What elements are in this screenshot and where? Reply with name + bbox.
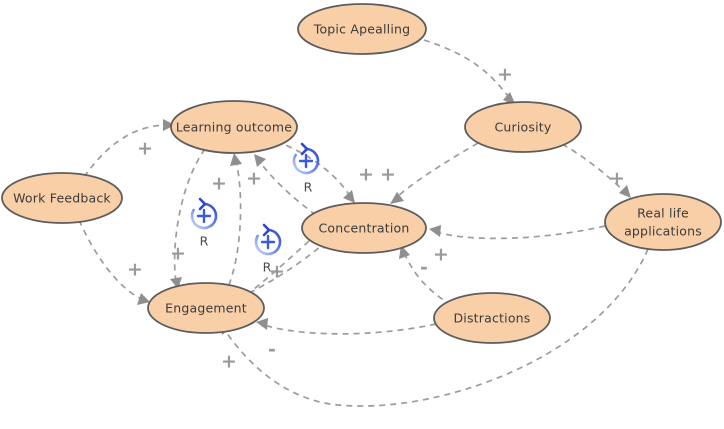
node-work-feedback[interactable]: Work Feedback (1, 172, 123, 224)
edge-concentration-to-learning[interactable] (254, 154, 317, 216)
node-shape (147, 282, 265, 334)
node-engagement[interactable]: Engagement (147, 282, 265, 334)
node-shape (170, 100, 298, 154)
reinforcing-loop-icon (292, 142, 320, 175)
polarity-sign: + (433, 244, 449, 266)
edge-engagement-to-concentration[interactable] (248, 238, 331, 294)
reinforcing-loop-icon (190, 197, 218, 230)
node-shape (604, 193, 722, 251)
node-label-line1: Real life (637, 206, 689, 221)
polarity-sign: - (268, 339, 276, 361)
polarity-sign: - (420, 257, 428, 279)
node-label: Topic Apealling (313, 22, 411, 37)
node-shape (301, 202, 427, 254)
polarity-sign: + (380, 164, 396, 186)
reinforcing-loop-icon (254, 223, 282, 256)
node-shape (464, 101, 582, 153)
node-shape (1, 172, 123, 224)
edge-workfeedback-to-engagement[interactable] (78, 219, 150, 305)
edge-curiosity-to-reallife[interactable] (561, 143, 631, 198)
polarity-sign: + (211, 173, 227, 195)
loop-marker-1[interactable]: R (190, 197, 218, 249)
node-label-line2: applications (624, 224, 702, 239)
polarity-sign: + (497, 64, 513, 86)
edge-distractions-to-engagement[interactable] (256, 318, 437, 335)
edge-engagement-to-learning[interactable] (228, 153, 242, 286)
polarity-sign: + (137, 138, 153, 160)
node-shape (433, 292, 551, 344)
loop-marker-3[interactable]: R (292, 142, 320, 195)
node-label: Work Feedback (13, 191, 111, 206)
nodes-layer: Topic Apealling Learning outcome Curiosi… (1, 3, 722, 344)
node-label: Concentration (318, 221, 409, 236)
node-concentration[interactable]: Concentration (301, 202, 427, 254)
polarity-sign: + (246, 168, 262, 190)
node-label: Learning outcome (176, 120, 292, 135)
node-label: Curiosity (495, 120, 552, 135)
polarity-sign: + (221, 351, 237, 373)
loop-letter: R (263, 260, 272, 275)
polarity-markers-layer: + + + + + + + + + + - + - + (127, 64, 625, 373)
edge-workfeedback-to-learning[interactable] (83, 119, 175, 178)
node-real-life-applications[interactable]: Real life applications (604, 193, 722, 251)
node-learning-outcome[interactable]: Learning outcome (170, 100, 298, 154)
polarity-sign: + (269, 261, 285, 283)
node-curiosity[interactable]: Curiosity (464, 101, 582, 153)
polarity-sign: + (358, 164, 374, 186)
edge-learning-to-concentration[interactable] (275, 140, 355, 203)
loop-letter: R (200, 234, 209, 249)
polarity-sign: + (170, 243, 186, 265)
polarity-sign: + (609, 168, 625, 190)
node-shape (297, 3, 427, 55)
loop-markers-layer: R R R (190, 142, 320, 275)
node-label: Engagement (165, 301, 247, 316)
node-label: Distractions (453, 311, 530, 326)
edge-reallife-to-concentration[interactable] (429, 225, 606, 240)
loop-marker-2[interactable]: R (254, 223, 282, 275)
node-topic-appealling[interactable]: Topic Apealling (297, 3, 427, 55)
edge-learning-to-engagement[interactable] (170, 148, 206, 289)
edge-curiosity-to-concentration[interactable] (390, 142, 479, 204)
node-distractions[interactable]: Distractions (433, 292, 551, 344)
polarity-sign: + (127, 259, 143, 281)
loop-letter: R (304, 180, 313, 195)
